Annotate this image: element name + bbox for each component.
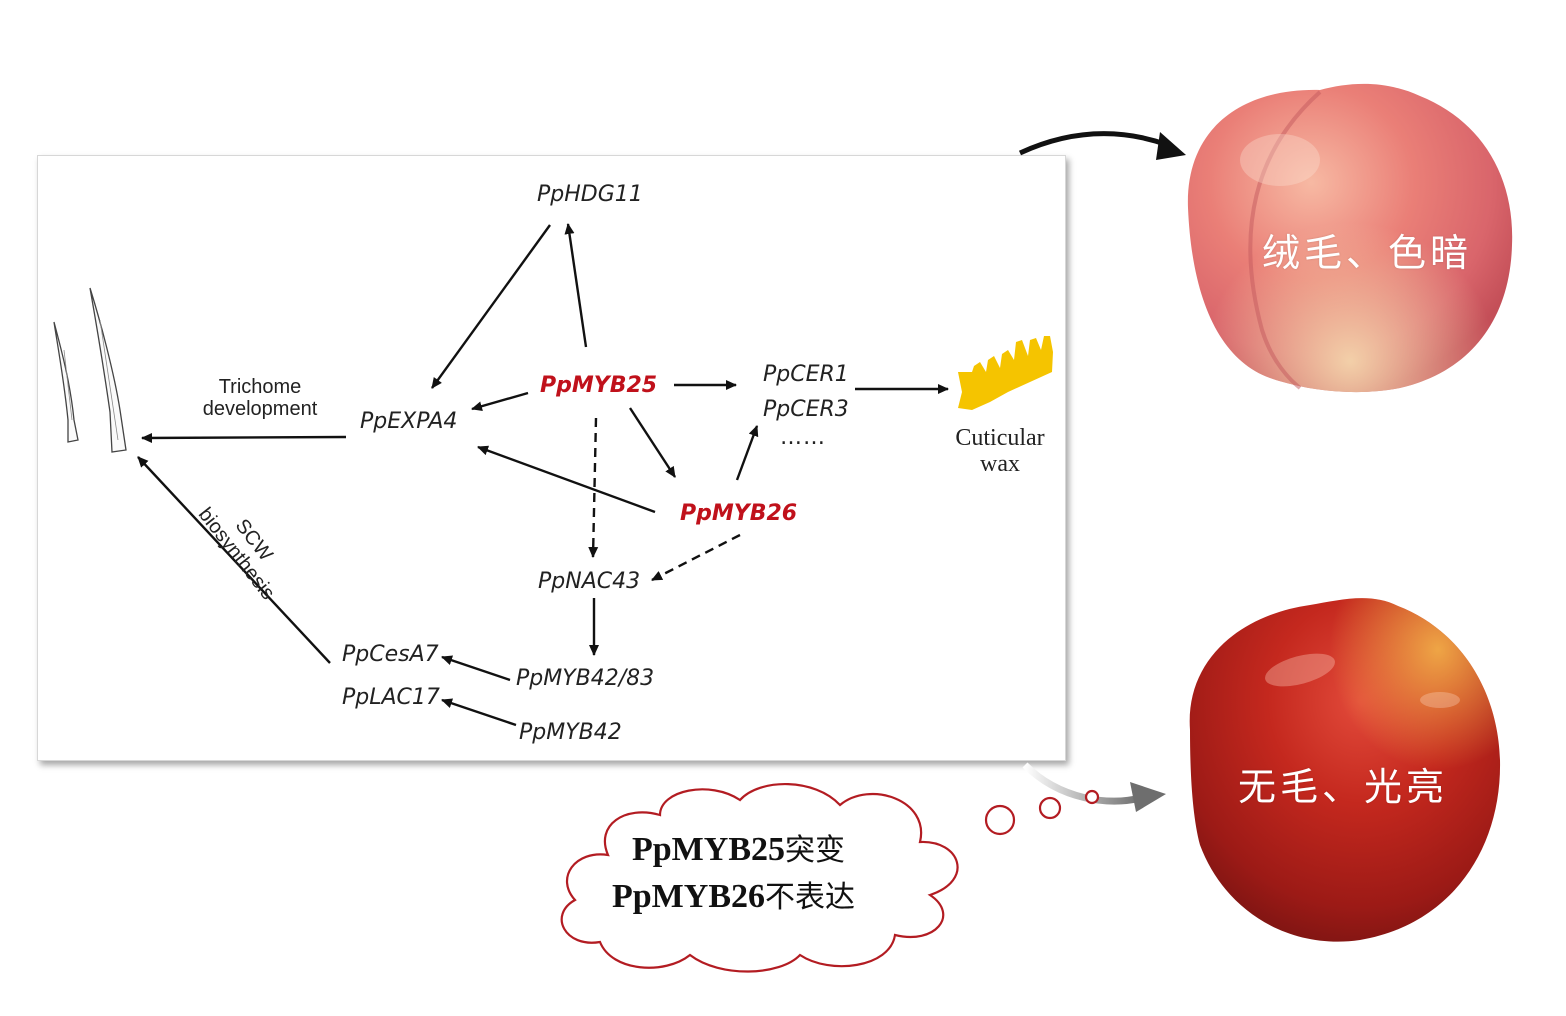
curved-arrow-to-peach: [1018, 131, 1169, 156]
cuticular-wax-icon: [958, 336, 1053, 410]
trichome-development-label: Trichome development: [192, 376, 328, 420]
peach-label: 绒毛、色暗: [1262, 231, 1473, 275]
cuticular-wax-label: Cuticular wax: [945, 425, 1055, 478]
gene-ppmyb42: PpMYB42: [519, 720, 622, 745]
arrow-myb26-cer: [735, 425, 759, 481]
gene-pphdg11: PpHDG11: [537, 182, 643, 207]
arrow-myb42-lac17: [441, 698, 517, 727]
cloud-line1: PpMYB25突变: [632, 833, 845, 867]
curved-arrow-to-nectarine: [1022, 762, 1141, 805]
gene-ppcesa7: PpCesA7: [342, 642, 439, 667]
gene-ppmyb42-83: PpMYB42/83: [516, 666, 655, 691]
gene-ppmyb25: PpMYB25: [540, 373, 658, 398]
gene-ppexpa4: PpEXPA4: [360, 409, 458, 434]
arrow-hdg11-expa4: [431, 224, 551, 389]
cloud-line1-gene: PpMYB25: [632, 831, 785, 868]
arrow-myb26-nac43-dashed: [651, 533, 741, 582]
trichome-label-line2: development: [202, 398, 318, 420]
thought-cloud: [560, 783, 1100, 973]
arrow-myb26-expa4: [477, 445, 656, 514]
gene-network-panel: [37, 155, 1066, 761]
nectarine-image: [1189, 598, 1501, 942]
cloud-line1-text: 突变: [785, 833, 845, 868]
gene-ppnac43: PpNAC43: [538, 569, 641, 594]
peach-image: [1187, 83, 1513, 393]
gene-ppcer3: PpCER3: [763, 397, 849, 422]
wax-label-line1: Cuticular: [955, 425, 1045, 451]
gene-ppmyb26: PpMYB26: [680, 501, 798, 526]
arrow-myb25-expa4: [471, 391, 529, 412]
arrow-myb25-hdg11: [564, 223, 588, 348]
arrow-expa4-trichome: [141, 432, 347, 443]
wax-label-line2: wax: [980, 451, 1020, 478]
gene-pplac17: PpLAC17: [342, 685, 440, 710]
arrow-myb25-myb26: [628, 407, 677, 478]
trichome-label-line1: Trichome: [218, 376, 302, 398]
arrow-myb25-nac43-dashed: [588, 417, 599, 558]
cloud-line2-gene: PpMYB26: [612, 878, 765, 915]
trichome-drawing: [53, 287, 127, 453]
cloud-line2: PpMYB26不表达: [612, 880, 855, 914]
arrow-myb42-83-cesa7: [441, 655, 511, 682]
cloud-line2-text: 不表达: [765, 880, 855, 915]
arrow-cesa7-trichome: [137, 456, 331, 664]
gene-ppcer1: PpCER1: [763, 362, 849, 387]
gene-ppcer-more: ……: [780, 425, 826, 450]
nectarine-label: 无毛、光亮: [1238, 765, 1449, 809]
